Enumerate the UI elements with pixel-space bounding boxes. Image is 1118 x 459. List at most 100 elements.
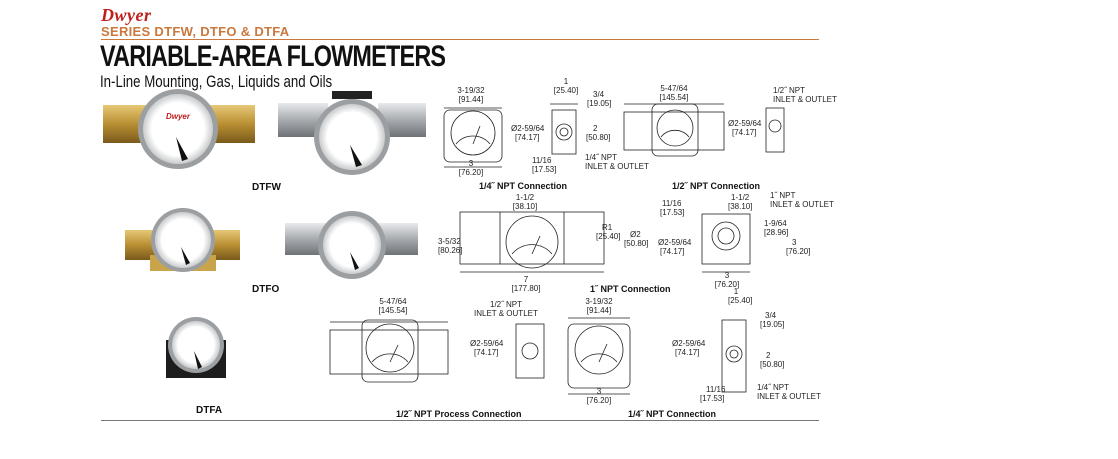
- dimension-label: 1: [734, 287, 739, 296]
- dimension-label: Ø2-59/64: [511, 124, 545, 133]
- dimension-label: INLET & OUTLET: [773, 95, 837, 104]
- dimension-label: [74.17]: [515, 133, 539, 142]
- dimension-label: 3: [597, 387, 602, 396]
- dimension-label: INLET & OUTLET: [585, 162, 649, 171]
- dimension-label: Ø2-59/64: [728, 119, 762, 128]
- model-label-dtfo: DTFO: [252, 284, 280, 295]
- drawing-side-quarter: [550, 103, 578, 155]
- dimension-label: [38.10]: [728, 202, 752, 211]
- model-label-dtfa: DTFA: [196, 405, 223, 416]
- dimension-label: 3: [725, 271, 730, 280]
- dimension-label: 7: [524, 275, 529, 284]
- dimension-label: [25.40]: [596, 232, 620, 241]
- dimension-label: 2: [593, 124, 598, 133]
- dimension-label: Ø2-59/64: [470, 339, 504, 348]
- dimension-label: [28.96]: [764, 228, 788, 237]
- dtfa-photo: [166, 317, 226, 378]
- dimension-label: 1/4˝ NPT: [585, 153, 617, 162]
- caption-half-npt: 1/2˝ NPT Connection: [672, 181, 761, 191]
- dimension-label: [25.40]: [728, 296, 752, 305]
- dtfo-brass-photo: [125, 208, 240, 272]
- dtfo-steel-photo: [285, 211, 418, 279]
- dimension-label: 1: [564, 77, 569, 86]
- dimension-label: [80.26]: [438, 246, 462, 255]
- dimension-label: Ø2: [630, 230, 641, 239]
- model-label-dtfw: DTFW: [252, 182, 281, 193]
- drawing-front-one-inch: [459, 211, 605, 273]
- dimension-label: [25.40]: [554, 86, 578, 95]
- brand-logo: Dwyer: [101, 5, 152, 25]
- dtfw-steel-photo: [278, 91, 426, 175]
- dimension-label: 3: [792, 238, 797, 247]
- dimension-label: 5-47/64: [660, 84, 688, 93]
- dimension-label: [91.44]: [587, 306, 611, 315]
- dimension-label: 1/2˝ NPT: [490, 300, 522, 309]
- header-rule: [101, 39, 819, 40]
- dimension-label: 3-19/32: [457, 86, 485, 95]
- dimension-label: [74.17]: [732, 128, 756, 137]
- dimension-label: [50.80]: [624, 239, 648, 248]
- dimension-label: 3/4: [593, 90, 605, 99]
- caption-half-npt-process: 1/2˝ NPT Process Connection: [396, 409, 522, 419]
- dimension-label: Ø2-59/64: [672, 339, 706, 348]
- dimension-label: [17.53]: [532, 165, 556, 174]
- dimension-label: [177.80]: [512, 284, 541, 293]
- dimension-label: [74.17]: [660, 247, 684, 256]
- drawing-front-process: [329, 319, 449, 383]
- dimension-label: [50.80]: [586, 133, 610, 142]
- dimension-label: [19.05]: [760, 320, 784, 329]
- caption-quarter-npt: 1/4˝ NPT Connection: [479, 181, 568, 191]
- dimension-label: 1˝ NPT: [770, 191, 795, 200]
- dimension-label: 5-47/64: [379, 297, 407, 306]
- caption-quarter-npt-bottom: 1/4˝ NPT Connection: [628, 409, 717, 419]
- dimension-label: INLET & OUTLET: [757, 392, 821, 401]
- product-photos: Dwyer: [103, 89, 426, 378]
- dimension-label: [74.17]: [675, 348, 699, 357]
- drawing-side-quarter-bottom: [721, 319, 747, 393]
- footer-rule: [101, 420, 819, 421]
- dtfw-brass-photo: Dwyer: [103, 89, 255, 169]
- dimension-label: [76.20]: [786, 247, 810, 256]
- dimension-label: [50.80]: [760, 360, 784, 369]
- dimension-label: [17.53]: [660, 208, 684, 217]
- dimension-label: 2: [766, 351, 771, 360]
- caption-one-inch-npt: 1˝ NPT Connection: [590, 284, 671, 294]
- dimension-label: 11/16: [532, 156, 552, 165]
- dimension-label: 1-9/64: [764, 219, 787, 228]
- svg-text:Dwyer: Dwyer: [166, 112, 191, 121]
- dimension-label: 3: [469, 159, 474, 168]
- dimension-label: 3/4: [765, 311, 777, 320]
- dimension-label: INLET & OUTLET: [770, 200, 834, 209]
- dimension-label: 1/2˝ NPT: [773, 86, 805, 95]
- dimension-label: 1/4˝ NPT: [757, 383, 789, 392]
- drawing-side-process: [515, 323, 545, 379]
- dimension-label: 11/16: [662, 199, 682, 208]
- dimension-label: [17.53]: [700, 394, 724, 403]
- drawing-front-quarter: [443, 107, 503, 168]
- dimension-label: [38.10]: [513, 202, 537, 211]
- page-subtitle: In-Line Mounting, Gas, Liquids and Oils: [100, 72, 333, 91]
- dimension-label: 11/16: [706, 385, 726, 394]
- drawing-side-one-inch: [701, 213, 751, 273]
- dimension-label: R1: [602, 223, 613, 232]
- dimension-label: [91.44]: [459, 95, 483, 104]
- drawing-front-quarter-bottom: [567, 317, 631, 395]
- dimension-label: [145.54]: [660, 93, 689, 102]
- dimension-label: 1-1/2: [516, 193, 535, 202]
- dimension-label: [19.05]: [587, 99, 611, 108]
- dimension-label: Ø2-59/64: [658, 238, 692, 247]
- dimension-label: [74.17]: [474, 348, 498, 357]
- dimension-label: 1-1/2: [731, 193, 750, 202]
- drawing-front-half: [623, 103, 725, 157]
- dimension-label: [76.20]: [587, 396, 611, 405]
- dimension-label: 3-5/32: [438, 237, 461, 246]
- dimension-label: [76.20]: [459, 168, 483, 177]
- page-title: VARIABLE-AREA FLOWMETERS: [100, 40, 446, 73]
- series-heading: SERIES DTFW, DTFO & DTFA: [101, 24, 290, 39]
- dimension-label: 3-19/32: [585, 297, 613, 306]
- dimension-label: [145.54]: [379, 306, 408, 315]
- dimension-label: [76.20]: [715, 280, 739, 289]
- dimension-label: INLET & OUTLET: [474, 309, 538, 318]
- drawing-side-half: [765, 107, 785, 153]
